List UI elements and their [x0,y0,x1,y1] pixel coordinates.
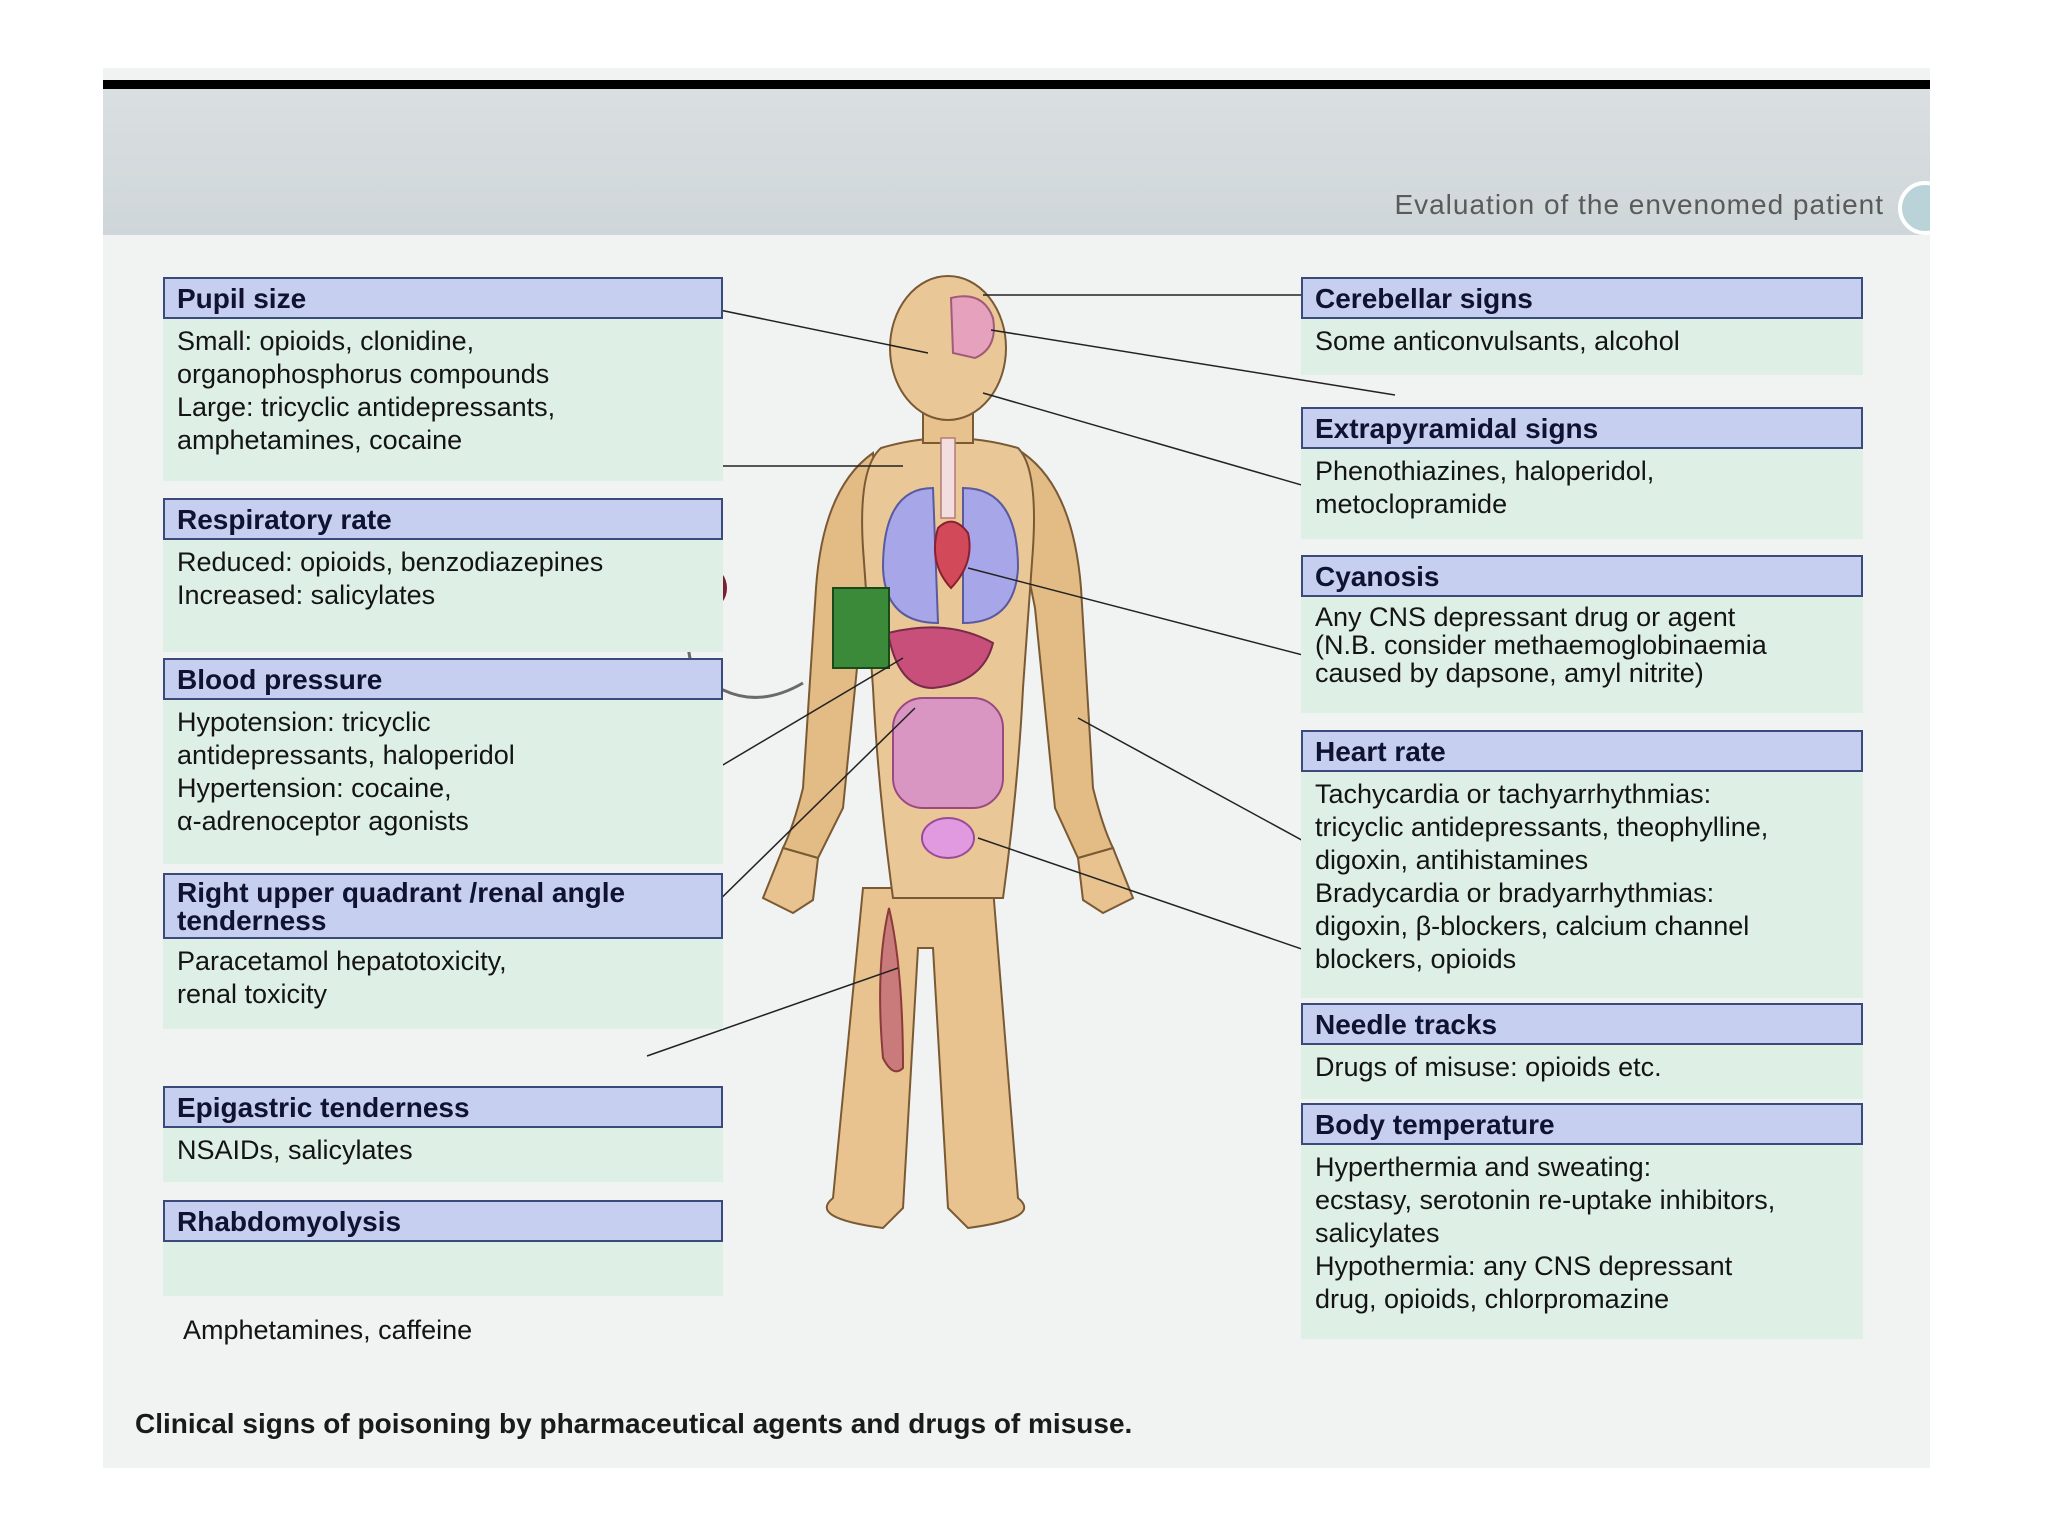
card-title: Cerebellar signs [1301,277,1863,319]
lung-right-icon [962,486,1020,625]
card-line: Large: tricyclic antidepressants, [177,392,556,422]
card-body: Phenothiazines, haloperidol, metoclopram… [1301,449,1863,539]
header-title: Evaluation of the envenomed patient [1394,189,1884,220]
card-body: NSAIDs, salicylates [163,1128,723,1182]
card-respiratory-rate: Respiratory rate Reduced: opioids, benzo… [163,498,723,652]
card-line: amphetamines, cocaine [177,425,463,455]
card-line: ecstasy, serotonin re-uptake inhibitors, [1315,1185,1776,1215]
card-body: Paracetamol hepatotoxicity, renal toxici… [163,939,723,1029]
figure-caption: Clinical signs of poisoning by pharmaceu… [135,1408,1133,1439]
card-line: digoxin, β-blockers, calcium channel [1315,911,1750,941]
header-band: Evaluation of the envenomed patient [103,89,1930,235]
card-body: Any CNS depressant drug or agent (N.B. c… [1301,597,1863,713]
card-line: Some anticonvulsants, alcohol [1315,326,1680,356]
intestines-icon [892,697,1004,809]
card-line: digoxin, antihistamines [1315,845,1589,875]
card-line: metoclopramide [1315,489,1508,519]
card-line: antidepressants, haloperidol [177,740,515,770]
card-heart-rate: Heart rate Tachycardia or tachyarrhythmi… [1301,730,1863,998]
card-cerebellar-signs: Cerebellar signs Some anticonvulsants, a… [1301,277,1863,375]
card-body: Some anticonvulsants, alcohol [1301,319,1863,375]
card-needle-tracks: Needle tracks Drugs of misuse: opioids e… [1301,1003,1863,1099]
card-title: Extrapyramidal signs [1301,407,1863,449]
card-extrapyramidal-signs: Extrapyramidal signs Phenothiazines, hal… [1301,407,1863,539]
card-line: Hypothermia: any CNS depressant [1315,1251,1733,1281]
card-title: Needle tracks [1301,1003,1863,1045]
liver-icon [886,626,995,690]
card-line: tricyclic antidepressants, theophylline, [1315,812,1769,842]
heart-icon [934,520,971,590]
card-body: Amphetamines, caffeine [163,1242,723,1345]
card-line: drug, opioids, chlorpromazine [1315,1284,1670,1314]
card-line: Small: opioids, clonidine, [177,326,475,356]
card-line: Hypotension: tricyclic [177,707,431,737]
card-title: Blood pressure [163,658,723,700]
card-rhabdomyolysis: Rhabdomyolysis Amphetamines, caffeine [163,1200,723,1345]
card-line: Reduced: opioids, benzodiazepines [177,547,604,577]
card-pupil-size: Pupil size Small: opioids, clonidine, or… [163,277,723,481]
card-title: Rhabdomyolysis [163,1200,723,1242]
card-line: α-adrenoceptor agonists [177,806,469,836]
card-title: Epigastric tenderness [163,1086,723,1128]
figure: Evaluation of the envenomed patient [103,68,1930,1468]
card-right-upper-quadrant: Right upper quadrant /renal angle tender… [163,873,723,1029]
header-circle-icon [1898,181,1930,235]
card-line: Increased: salicylates [177,580,436,610]
card-line: Amphetamines, caffeine [177,1315,473,1345]
card-title: Cyanosis [1301,555,1863,597]
card-body: Hyperthermia and sweating: ecstasy, sero… [1301,1145,1863,1339]
card-body: Drugs of misuse: opioids etc. [1301,1045,1863,1099]
bladder-icon [921,817,975,859]
card-line: salicylates [1315,1218,1440,1248]
card-epigastric-tenderness: Epigastric tenderness NSAIDs, salicylate… [163,1086,723,1182]
card-blood-pressure: Blood pressure Hypotension: tricyclic an… [163,658,723,864]
top-rule [103,80,1930,89]
card-line: organophosphorus compounds [177,359,550,389]
card-body: Tachycardia or tachyarrhythmias: tricycl… [1301,772,1863,998]
card-line: Paracetamol hepatotoxicity, [177,946,507,976]
card-title: Body temperature [1301,1103,1863,1145]
card-line: Any CNS depressant drug or agent [1315,602,1736,632]
card-cyanosis: Cyanosis Any CNS depressant drug or agen… [1301,555,1863,713]
thigh-muscle-icon [879,907,905,1073]
brain-icon [949,295,995,360]
card-line: Bradycardia or bradyarrhythmias: [1315,878,1715,908]
card-title: Respiratory rate [163,498,723,540]
lung-left-icon [881,486,940,625]
card-line: (N.B. consider methaemoglobinaemia [1315,630,1767,660]
card-line: Phenothiazines, haloperidol, [1315,456,1655,486]
card-line: Tachycardia or tachyarrhythmias: [1315,779,1712,809]
card-title: Pupil size [163,277,723,319]
card-body: Reduced: opioids, benzodiazepines Increa… [163,540,723,652]
card-line: NSAIDs, salicylates [177,1135,413,1165]
card-line: Drugs of misuse: opioids etc. [1315,1052,1662,1082]
card-body: Hypotension: tricyclic antidepressants, … [163,700,723,864]
body-illustration [646,275,1396,1230]
card-title: Right upper quadrant /renal angle tender… [163,873,723,939]
card-line: caused by dapsone, amyl nitrite) [1315,658,1704,688]
card-line: renal toxicity [177,979,328,1009]
card-line: Hyperthermia and sweating: [1315,1152,1652,1182]
card-line: Hypertension: cocaine, [177,773,452,803]
card-line: blockers, opioids [1315,944,1517,974]
card-body-temperature: Body temperature Hyperthermia and sweati… [1301,1103,1863,1339]
card-body: Small: opioids, clonidine, organophospho… [163,319,723,481]
card-title: Heart rate [1301,730,1863,772]
